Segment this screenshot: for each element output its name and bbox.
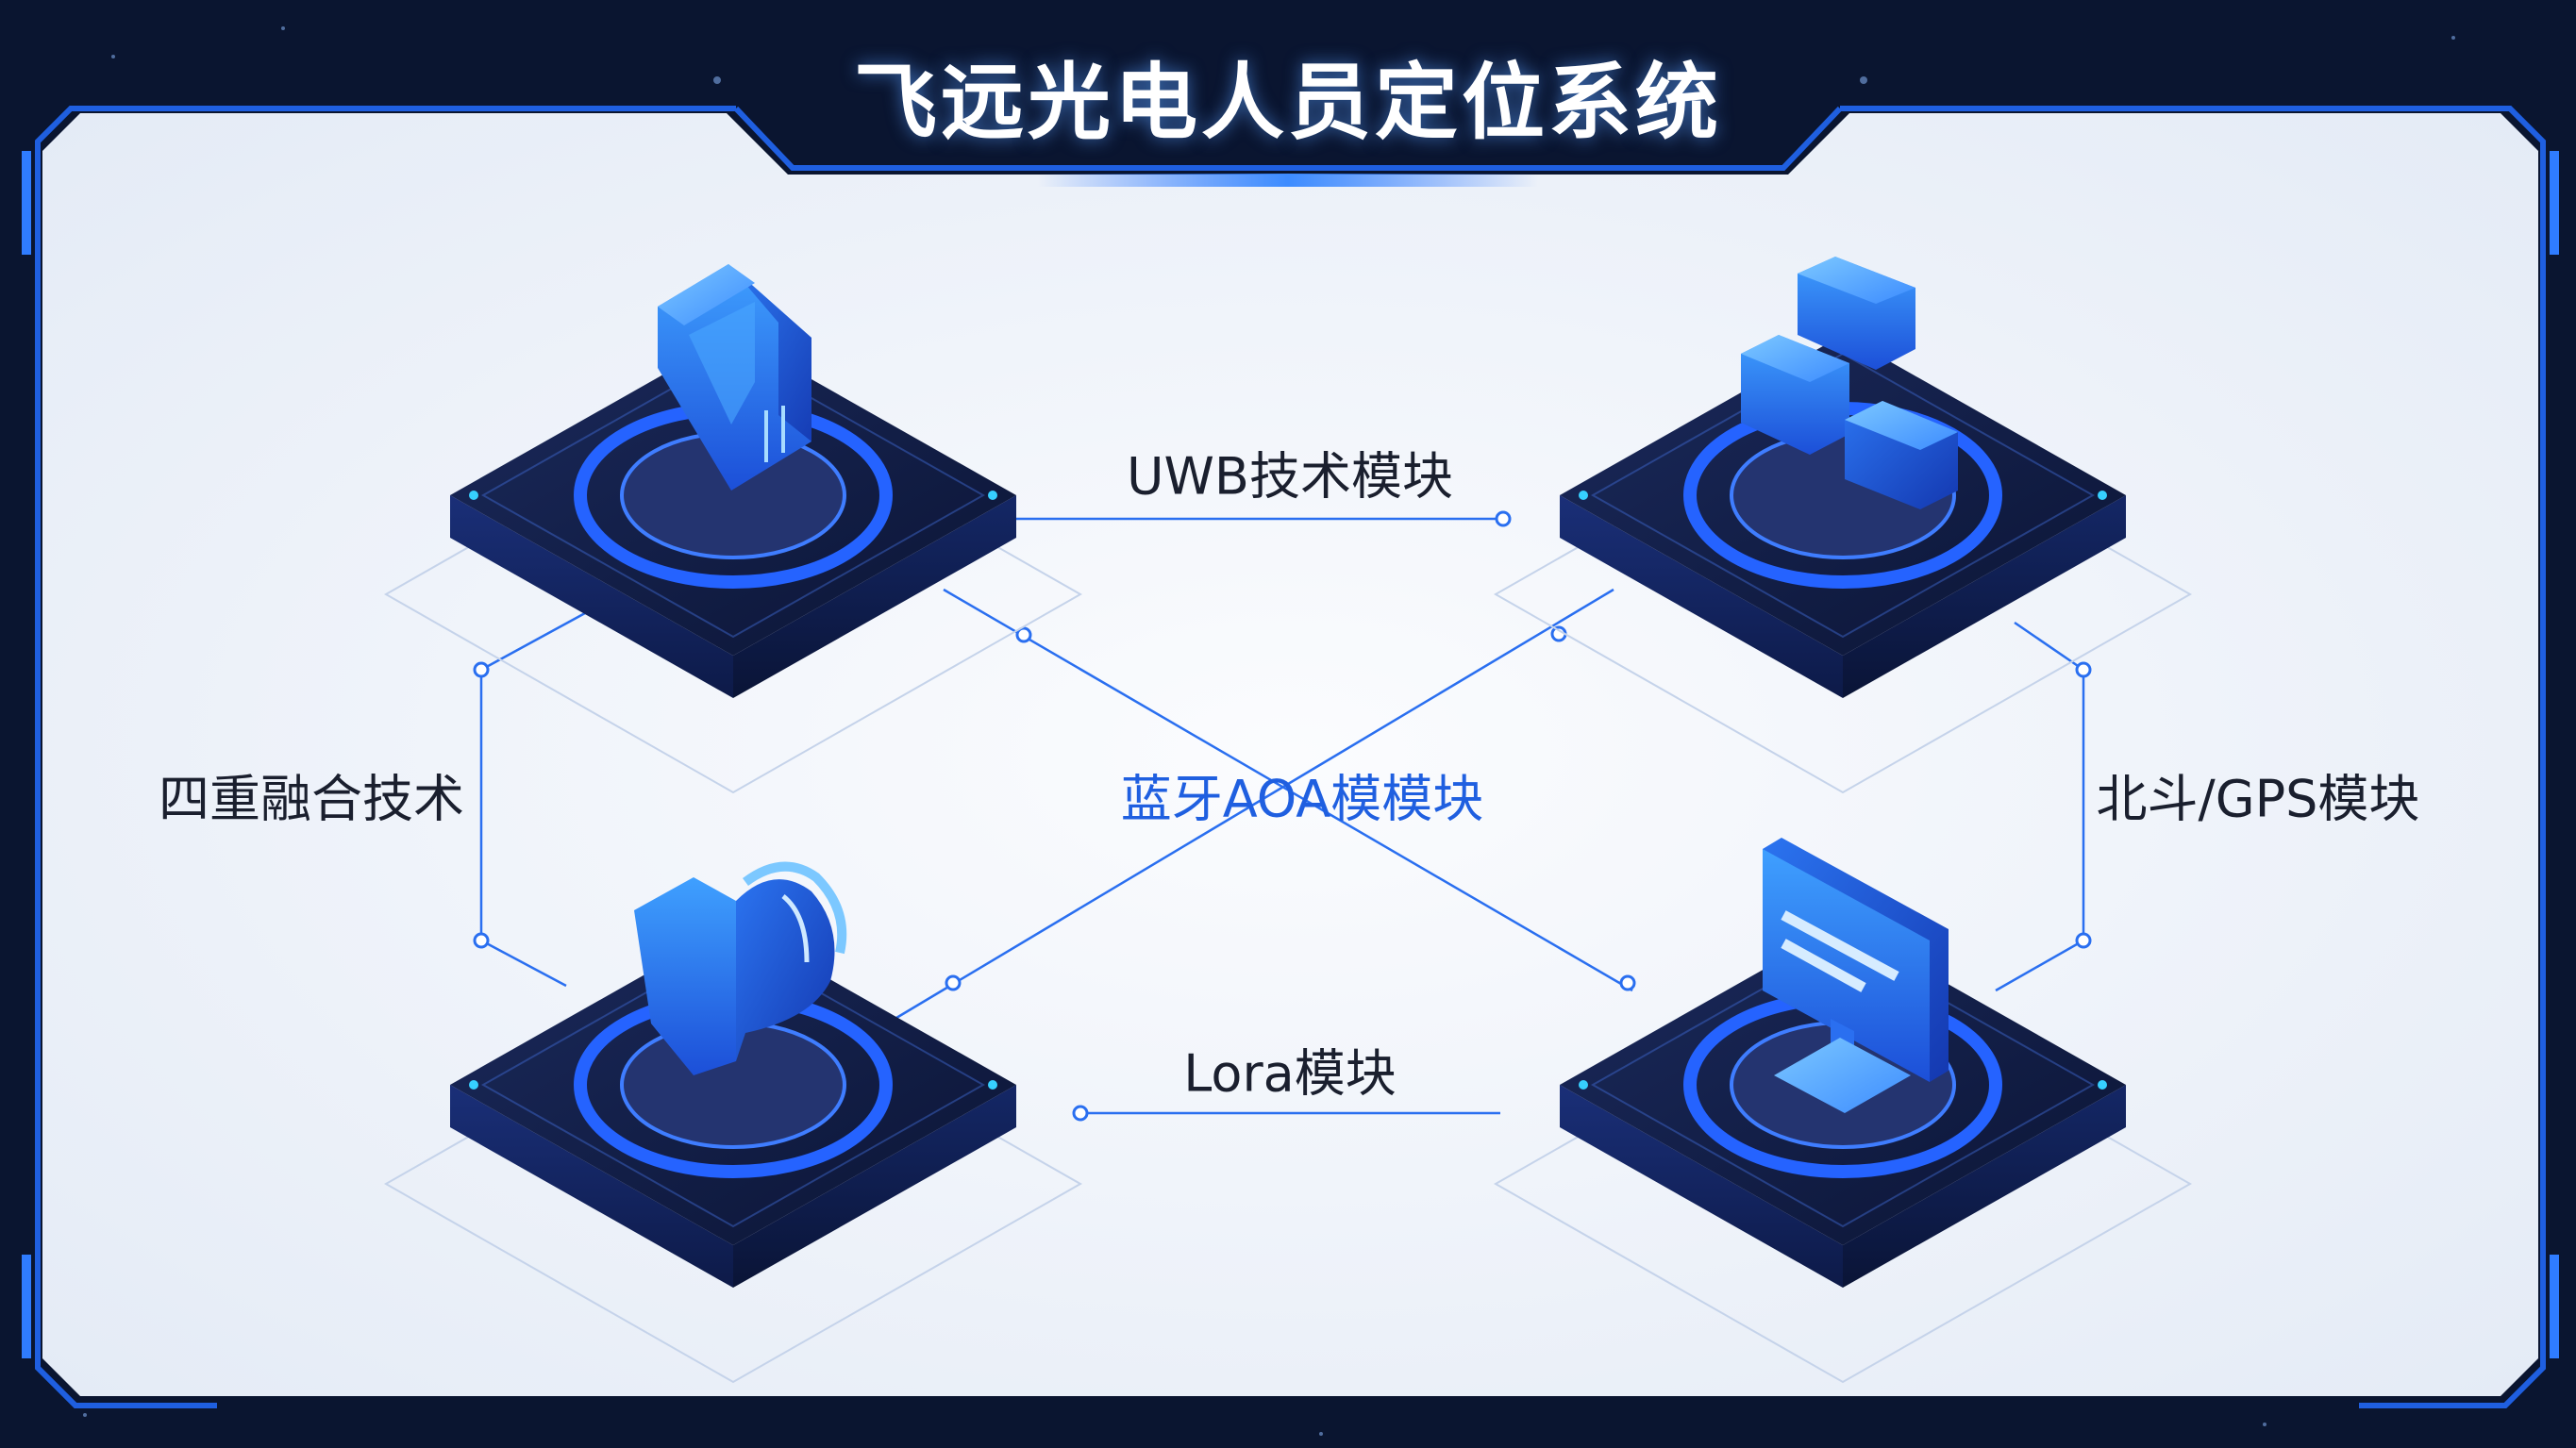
label-lora-module: Lora模块 — [1183, 1043, 1397, 1104]
label-fusion-tech: 四重融合技术 — [159, 769, 464, 829]
label-beidou-gps: 北斗/GPS模块 — [2096, 769, 2420, 829]
connection-lines — [479, 517, 2085, 1115]
monitor-icon — [1763, 838, 1949, 1113]
connection-nodes — [473, 510, 2092, 1122]
uwb-platform — [383, 335, 1083, 794]
title-glow-bar — [1038, 174, 1538, 187]
label-bluetooth-aoa: 蓝牙AOA模模块 — [1120, 769, 1484, 829]
shield-icon — [634, 861, 847, 1075]
label-uwb-module: UWB技术模块 — [1127, 446, 1453, 507]
uwb-device-icon — [658, 264, 811, 491]
lora-platform — [383, 924, 1083, 1384]
main-panel — [42, 113, 2538, 1396]
page-title: 飞远光电人员定位系统 — [853, 54, 1722, 151]
frame-accents — [22, 151, 2559, 1358]
cube-cluster-icon — [1741, 257, 1958, 509]
background-stars — [83, 26, 2455, 1436]
frame-border — [35, 106, 2546, 1408]
